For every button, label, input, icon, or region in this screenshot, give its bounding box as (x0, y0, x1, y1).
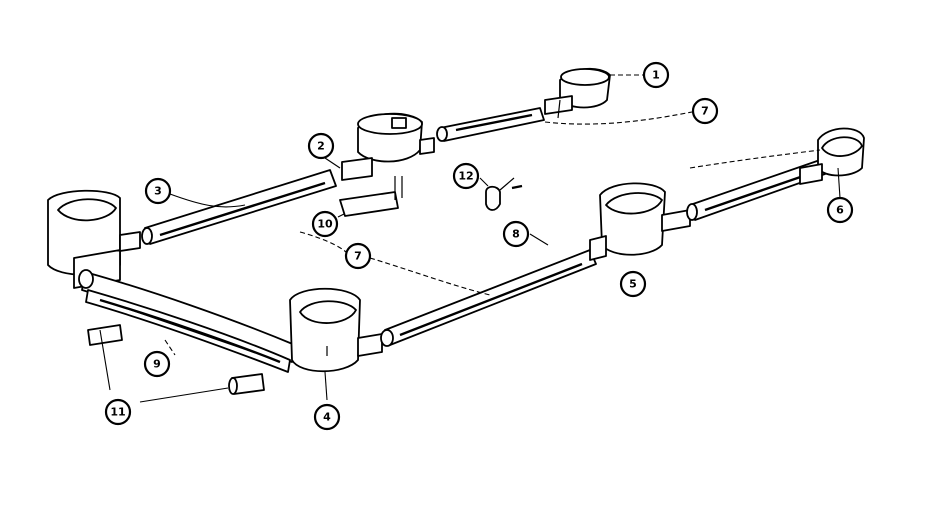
callout-3-label: 3 (154, 185, 162, 198)
callout-10: 10 (311, 210, 339, 238)
corner-cup-4 (289, 287, 383, 373)
callout-2-label: 2 (317, 140, 325, 153)
callout-11-label: 11 (110, 406, 125, 419)
callout-7-upper: 7 (691, 97, 719, 125)
callout-9: 9 (143, 350, 171, 378)
callout-11: 11 (104, 398, 132, 426)
callout-7-lower: 7 (344, 242, 372, 270)
corner-cup-1 (544, 67, 611, 119)
callout-6-label: 6 (836, 204, 844, 217)
callout-12-label: 12 (458, 170, 473, 183)
callout-6: 6 (826, 196, 854, 224)
callout-8: 8 (502, 220, 530, 248)
corner-cup-5 (589, 182, 691, 261)
callout-3: 3 (144, 177, 172, 205)
callout-9-label: 9 (153, 358, 161, 371)
callout-4-label: 4 (323, 411, 331, 424)
callout-8-label: 8 (512, 228, 520, 241)
corner-cup-6 (799, 127, 865, 185)
bracket-10 (339, 176, 403, 217)
front-long-rail (380, 249, 597, 347)
callout-5: 5 (619, 270, 647, 298)
right-rail (686, 159, 826, 221)
callout-1-label: 1 (652, 69, 660, 82)
callout-2: 2 (307, 132, 335, 160)
leader-lines (99, 74, 841, 403)
front-rail-curved (78, 269, 296, 373)
callout-7-lower-label: 7 (354, 250, 362, 263)
callout-1: 1 (642, 61, 670, 89)
callout-4: 4 (313, 403, 341, 431)
center-back-connector (341, 112, 435, 181)
callout-5-label: 5 (629, 278, 637, 291)
left-rail (141, 169, 337, 245)
hook-12 (485, 177, 523, 211)
callout-7-upper-label: 7 (701, 105, 709, 118)
callout-12: 12 (452, 162, 480, 190)
back-rail-right (436, 107, 545, 142)
end-caps-11 (87, 324, 265, 395)
corner-cup-3 (47, 189, 141, 289)
callout-10-label: 10 (317, 218, 333, 231)
